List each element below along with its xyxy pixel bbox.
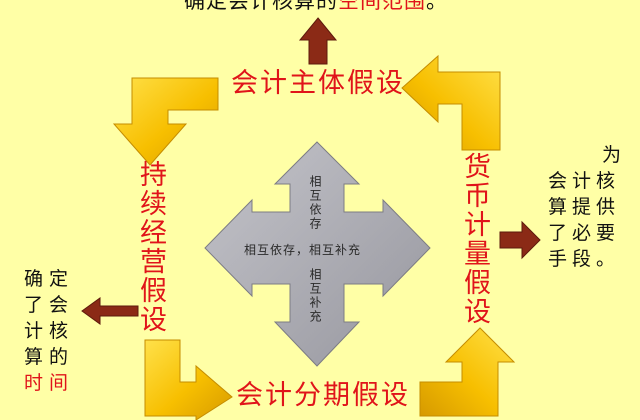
arrow-to-right-note xyxy=(499,220,541,260)
right-note-line-3: 算提供 xyxy=(548,196,621,218)
center-text-bottom: 相互补充 xyxy=(308,268,322,324)
top-caption: 确定会计核算的空间范围。 xyxy=(184,0,448,12)
left-note-line-1: 确定 xyxy=(24,268,75,290)
top-caption-highlight: 空间范围 xyxy=(338,0,426,13)
center-text-horizontal: 相互依存，相互补充 xyxy=(244,243,362,257)
right-note-line-4: 了必要 xyxy=(548,222,621,244)
left-note-line-2: 了会 xyxy=(24,294,75,316)
right-note-line-2: 会计核 xyxy=(548,170,621,192)
arrow-currency-to-entity xyxy=(401,54,501,151)
right-note-line-1: 为 xyxy=(602,144,627,166)
left-note-highlight: 时间 xyxy=(24,372,75,394)
arrow-to-space-scope xyxy=(298,17,338,65)
label-currency-assumption: 货币计量假设 xyxy=(459,152,490,326)
arrow-to-left-note xyxy=(81,297,139,325)
label-entity-assumption: 会计主体假设 xyxy=(231,68,405,99)
arrow-going-concern-to-period xyxy=(144,339,233,420)
label-going-concern-assumption: 持续经营假设 xyxy=(135,160,166,334)
right-note-line-5: 手段。 xyxy=(548,248,621,270)
left-note-line-4: 算的 xyxy=(24,346,75,368)
top-caption-prefix: 确定会计核算的 xyxy=(184,0,338,13)
left-note-line-3: 计核 xyxy=(24,320,75,342)
center-cross-arrow xyxy=(204,141,431,367)
top-caption-suffix: 。 xyxy=(426,0,448,13)
label-period-assumption: 会计分期假设 xyxy=(236,380,410,411)
arrow-entity-to-going-concern xyxy=(112,77,219,166)
arrow-period-to-currency xyxy=(419,327,516,417)
center-text-top: 相互依存 xyxy=(308,175,322,231)
